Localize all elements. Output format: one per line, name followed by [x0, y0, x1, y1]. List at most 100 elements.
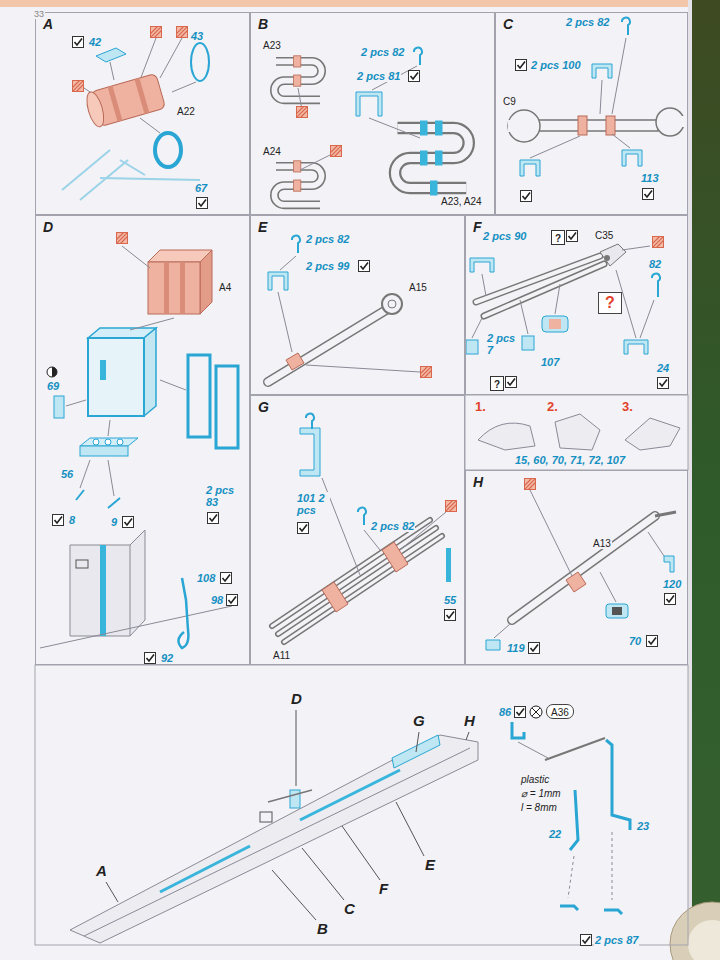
panel-g-drawing-part-part — [278, 528, 436, 634]
panel-h-drawing-part — [566, 572, 586, 592]
panel-d-drawing-part — [70, 530, 145, 636]
panel-d-drawing-part — [123, 517, 134, 528]
variant-number: 1. — [474, 399, 487, 414]
panel-d-drawing-part — [52, 367, 57, 377]
panel-c-drawing-part — [592, 64, 612, 78]
callout-number: 2 pcs 82 — [565, 16, 610, 28]
panel-a-drawing-part-part — [140, 38, 156, 80]
panel-h-drawing-part — [524, 478, 536, 490]
part-name: A23 — [262, 40, 282, 51]
panel-h-drawing-part — [512, 516, 655, 620]
panel-f-drawing-part — [522, 336, 534, 350]
step-letter: C — [502, 16, 514, 32]
panel-b-drawing-part — [298, 66, 420, 170]
panel-d-drawing-part — [76, 560, 88, 568]
part-name: C35 — [594, 230, 614, 241]
panel-f-drawing-part — [542, 316, 568, 332]
part-name: A23, A24 — [440, 196, 483, 207]
step-letter: D — [42, 219, 54, 235]
panel-d-drawing-part-part — [66, 400, 86, 406]
panel-b-drawing-part-part — [294, 180, 301, 191]
panel-h-drawing-part — [647, 636, 658, 647]
callout-number: 86 — [498, 706, 512, 718]
callout-number: 8 — [68, 514, 76, 526]
panel-b-drawing — [274, 48, 468, 205]
panel-h-drawing-part — [512, 516, 655, 620]
callout-number: 107 — [540, 356, 560, 368]
frame-lines-part — [35, 665, 688, 945]
panel-a-drawing-part — [73, 37, 84, 48]
panel-b-drawing-part — [330, 145, 342, 157]
panel-e-drawing-part — [268, 310, 386, 382]
step-panel: C — [495, 12, 688, 215]
callout-number: 56 — [60, 468, 74, 480]
detail-parts-part — [570, 790, 578, 850]
panel-a-drawing-part — [96, 48, 126, 62]
panel-g-drawing — [272, 414, 457, 642]
callout-number: 42 — [88, 36, 102, 48]
panel-g-drawing-part — [445, 500, 457, 512]
panel-f-drawing-part — [652, 236, 664, 248]
panel-f-drawing-part — [484, 264, 604, 316]
panel-f-drawing-part — [506, 377, 517, 388]
panel-c-drawing-part — [538, 120, 658, 131]
panel-g-drawing-part — [272, 520, 442, 642]
panel-e-drawing-part — [382, 294, 402, 314]
detail-parts-part — [532, 708, 540, 716]
background-part — [688, 920, 720, 960]
panel-g-drawing-part — [446, 548, 451, 582]
variant-sketches-part — [625, 418, 680, 450]
panel-b-drawing-part-part — [395, 128, 469, 188]
location-letter: G — [412, 712, 426, 729]
callout-number: 70 — [628, 635, 642, 647]
box-text: A36 — [551, 707, 569, 718]
hull-assembly-part-part — [396, 802, 424, 856]
panel-b-drawing-part — [409, 71, 420, 82]
panel-f-drawing-part — [604, 255, 610, 261]
panel-g-drawing-part — [322, 478, 446, 575]
panel-f-drawing-part-part — [640, 300, 654, 338]
panel-d-drawing-part — [188, 355, 210, 437]
part-name: A13 — [592, 538, 612, 549]
panel-f-drawing-part — [472, 246, 654, 338]
panel-c-drawing-part — [622, 150, 642, 166]
panel-d-drawing-part — [93, 439, 99, 445]
hull-assembly-part-part — [466, 732, 469, 740]
panel-d-drawing-part — [180, 262, 185, 314]
panel-d-drawing-part — [116, 232, 128, 244]
callout-number: 9 — [110, 516, 118, 528]
callout-number: 23 — [636, 820, 650, 832]
panel-e-drawing-part-part — [306, 365, 420, 372]
panel-b-drawing-part — [356, 92, 382, 116]
panel-e-drawing-part — [292, 236, 300, 253]
panel-d-drawing-part — [208, 513, 219, 524]
panel-g-drawing-part-part — [284, 536, 442, 642]
hull-assembly — [70, 710, 478, 943]
panel-g-drawing-part — [322, 582, 348, 612]
location-letter: E — [424, 856, 436, 873]
panel-f-drawing-part-part — [472, 318, 482, 338]
location-letter: A — [95, 862, 108, 879]
panel-c-drawing-part — [606, 116, 615, 135]
panel-a-drawing-part — [197, 198, 208, 209]
panel-e-drawing-part-part — [280, 256, 296, 270]
hull-assembly-part — [70, 735, 478, 943]
panel-c-drawing-part — [622, 18, 630, 35]
panel-c-drawing-part — [643, 189, 654, 200]
box-text: ? — [555, 233, 561, 244]
panel-a-drawing-part — [84, 38, 196, 133]
panel-f-drawing-part-part — [520, 300, 528, 334]
panel-d-drawing-part — [130, 545, 131, 636]
panel-h-drawing-part — [665, 594, 676, 605]
note-text: l = 8mm — [520, 802, 558, 813]
callout-number: 2 pcs 99 — [305, 260, 350, 272]
panel-a-drawing-part — [62, 150, 200, 200]
panel-f-drawing-part — [470, 258, 494, 272]
step-letter: F — [472, 219, 483, 235]
panel-e-drawing — [268, 236, 432, 382]
callout-number: 2 pcs 82 — [360, 46, 405, 58]
panel-c-drawing-part — [530, 38, 630, 158]
panel-h-drawing-part — [486, 640, 500, 650]
